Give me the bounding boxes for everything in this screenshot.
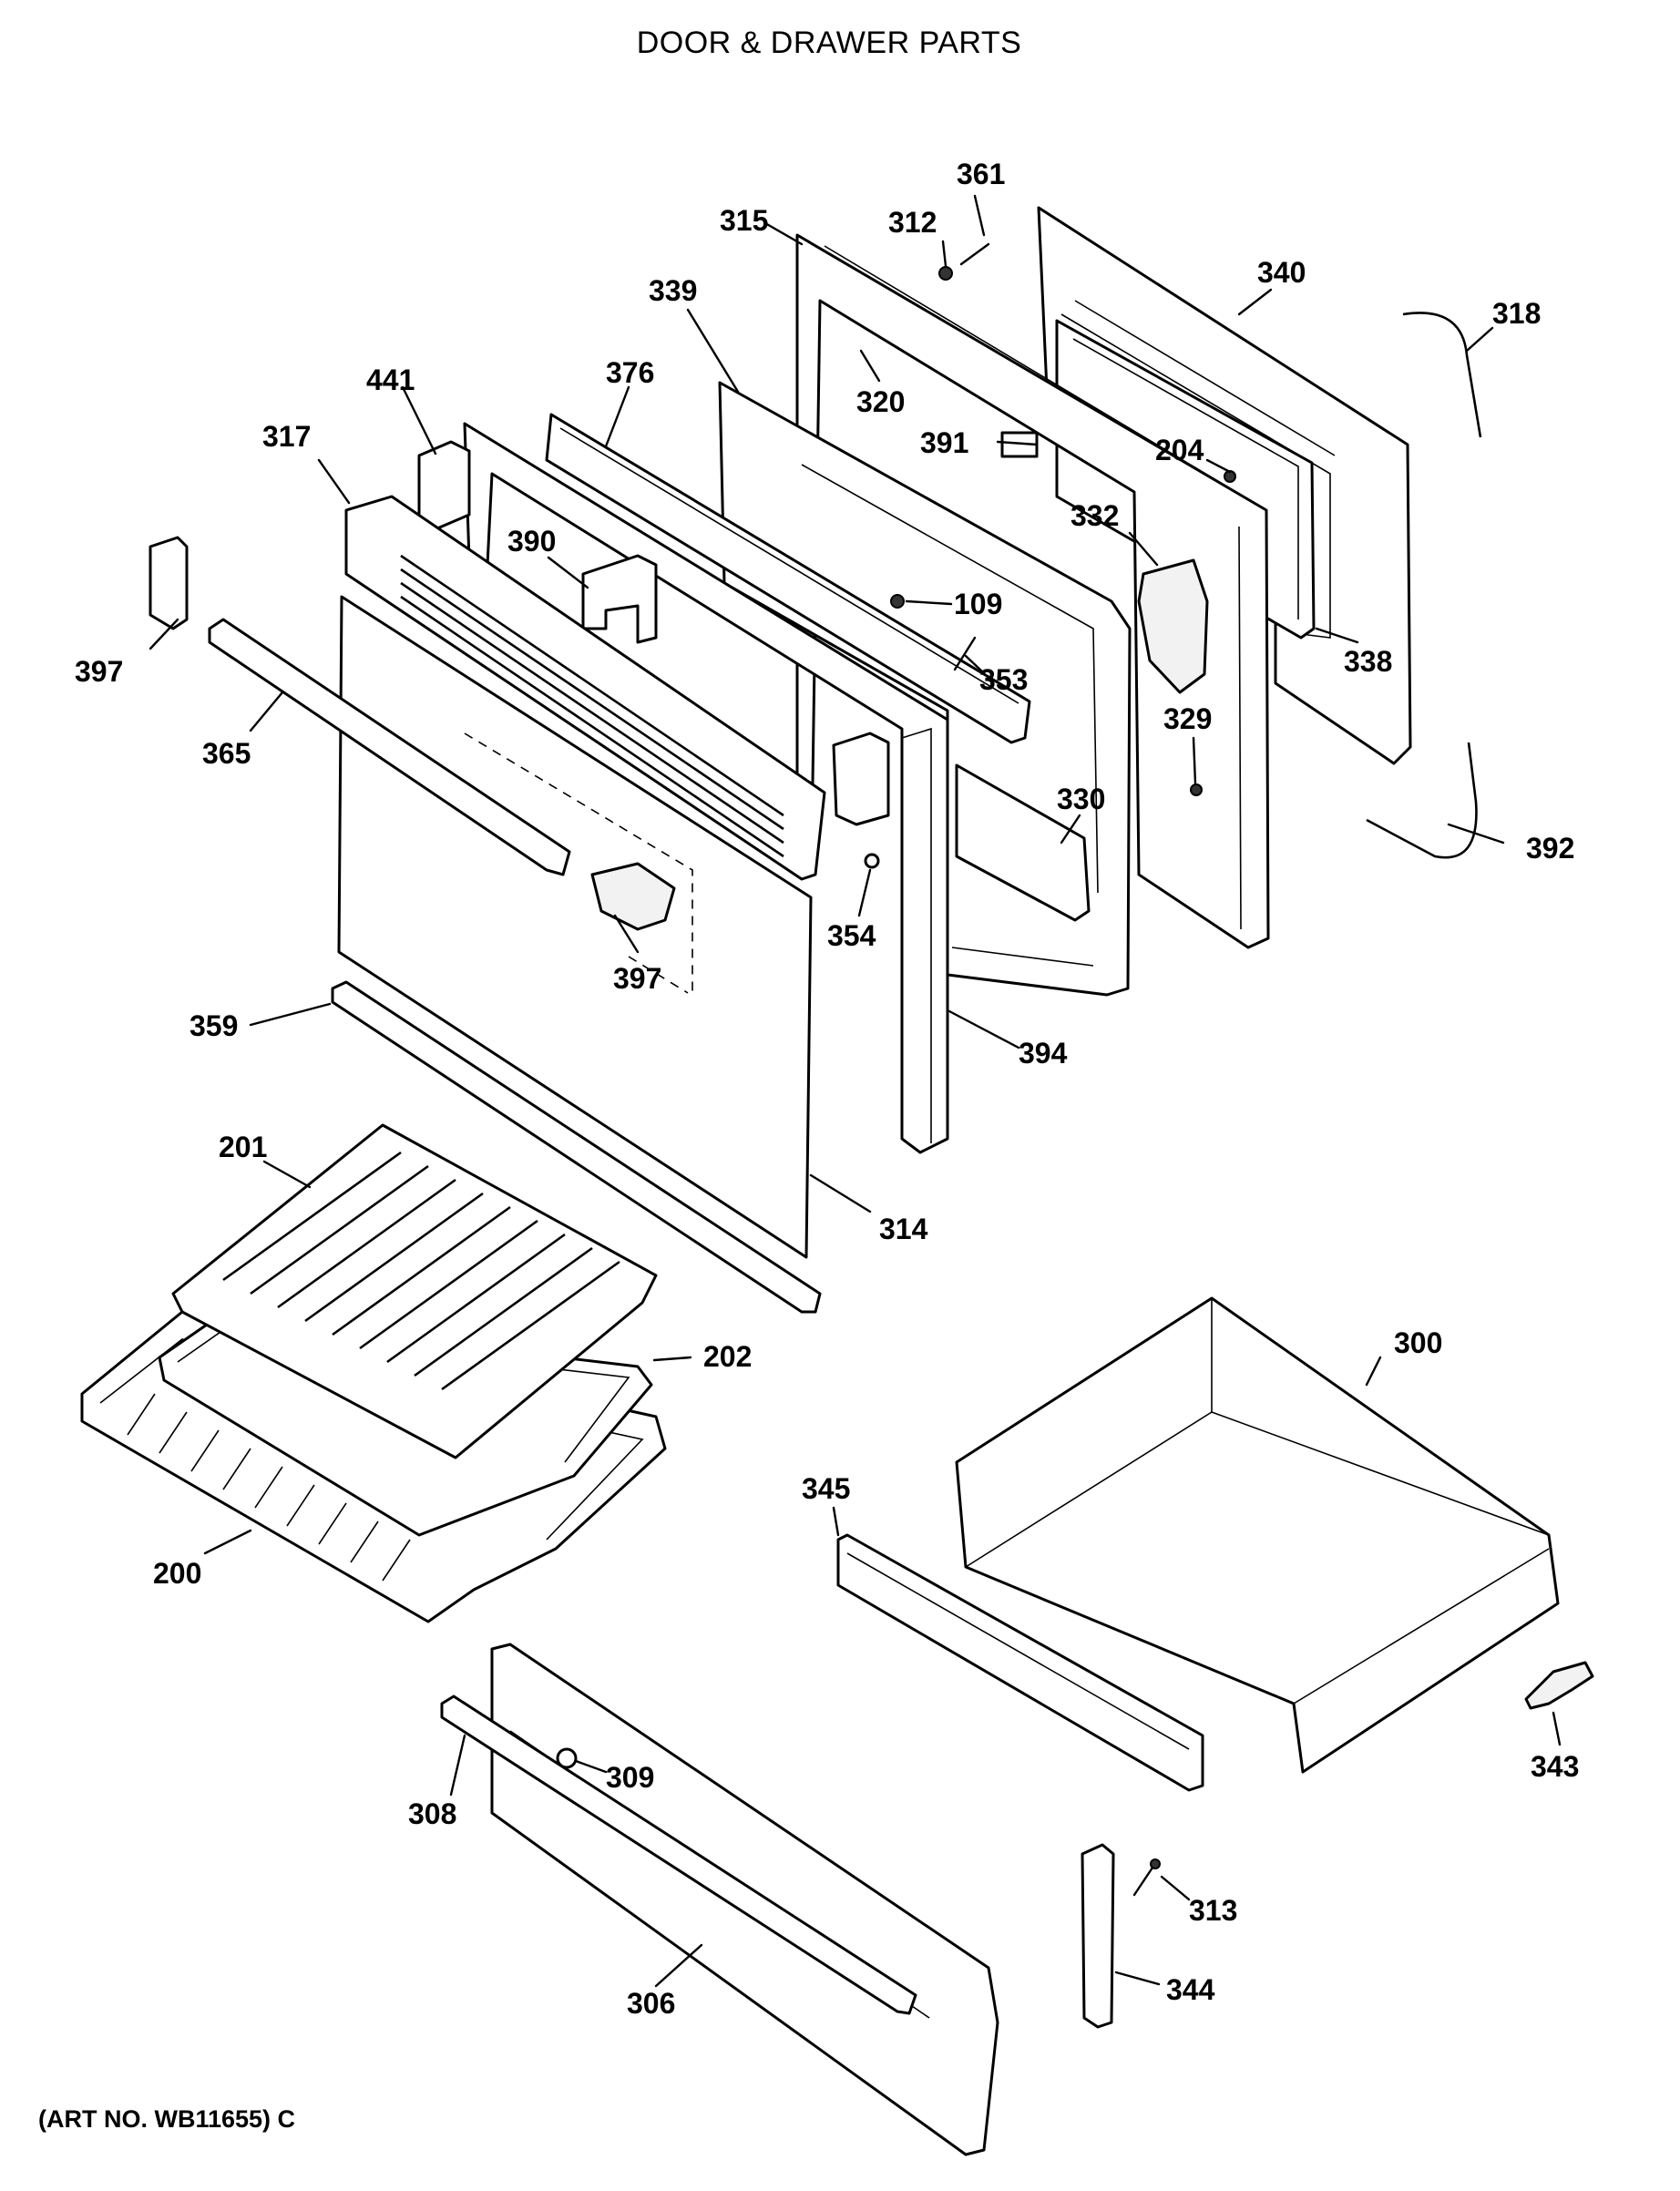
part-309-screw (556, 1747, 578, 1769)
callout-202: 202 (703, 1340, 752, 1373)
part-365-door-handle (208, 618, 571, 876)
part-screws-door (864, 242, 1236, 869)
part-397-handle-end-cap-center (590, 862, 676, 931)
part-441-hinge-bracket (417, 440, 471, 530)
callout-338: 338 (1344, 645, 1392, 678)
part-314-outer-door-panel (337, 595, 813, 1259)
callout-353: 353 (979, 663, 1028, 696)
part-313-screw (1132, 1858, 1161, 1897)
callout-343: 343 (1531, 1750, 1579, 1783)
callout-309: 309 (606, 1761, 654, 1794)
callout-329: 329 (1163, 702, 1212, 735)
callout-204: 204 (1155, 434, 1204, 466)
part-390-bracket (581, 554, 658, 644)
callout-365: 365 (202, 737, 251, 770)
callout-labels: 361 312 315 340 318 339 320 441 376 391 … (75, 158, 1579, 2020)
part-343-drawer-clip (1524, 1661, 1594, 1710)
callout-109: 109 (954, 588, 1002, 620)
part-332-insulation (1137, 558, 1209, 694)
callout-306: 306 (627, 1987, 675, 2020)
callout-354: 354 (827, 919, 876, 952)
art-number: (ART NO. WB11655) C (38, 2105, 295, 2133)
callout-390: 390 (507, 525, 556, 558)
callout-339: 339 (649, 274, 697, 307)
part-344-drawer-bracket (1081, 1843, 1115, 2029)
callout-330: 330 (1057, 783, 1105, 815)
callout-313: 313 (1189, 1894, 1237, 1927)
callout-392: 392 (1526, 832, 1574, 865)
callout-317: 317 (262, 420, 311, 453)
callout-359: 359 (190, 1009, 238, 1042)
part-376-door-channel (545, 413, 1031, 744)
callout-340: 340 (1257, 256, 1306, 289)
part-201-broiler-grid (171, 1123, 658, 1459)
part-318-gasket (1402, 312, 1482, 438)
callout-376: 376 (606, 356, 654, 389)
callout-397-center: 397 (613, 962, 661, 995)
leader-lines (149, 194, 1562, 1988)
callout-397-left: 397 (75, 655, 123, 688)
part-359-door-bottom-trim (331, 980, 822, 1314)
callout-361: 361 (957, 158, 1005, 190)
callout-344: 344 (1166, 1973, 1215, 2006)
callout-308: 308 (408, 1797, 456, 1830)
part-392-gasket (1366, 742, 1478, 859)
callout-391: 391 (920, 426, 968, 459)
part-317-vent-trim (344, 495, 826, 881)
callout-300: 300 (1394, 1326, 1442, 1359)
diagram-title: DOOR & DRAWER PARTS (637, 26, 1022, 60)
part-door-hinge-bracket-right (832, 732, 890, 826)
callout-312: 312 (888, 206, 937, 239)
callout-315: 315 (720, 204, 768, 237)
callout-318: 318 (1492, 297, 1541, 330)
callout-320: 320 (856, 385, 905, 418)
callout-345: 345 (802, 1472, 850, 1505)
part-397-handle-end-cap-left (149, 536, 189, 630)
callout-314: 314 (879, 1213, 928, 1245)
callout-201: 201 (219, 1131, 267, 1163)
part-308-drawer-handle (440, 1694, 917, 2015)
part-345-drawer-slide (836, 1533, 1204, 1792)
callout-200: 200 (153, 1557, 201, 1590)
part-300-drawer-body (955, 1296, 1560, 1774)
callout-441: 441 (366, 363, 415, 396)
callout-394: 394 (1019, 1037, 1068, 1070)
callout-332: 332 (1070, 499, 1119, 532)
part-330-shield (955, 763, 1091, 922)
